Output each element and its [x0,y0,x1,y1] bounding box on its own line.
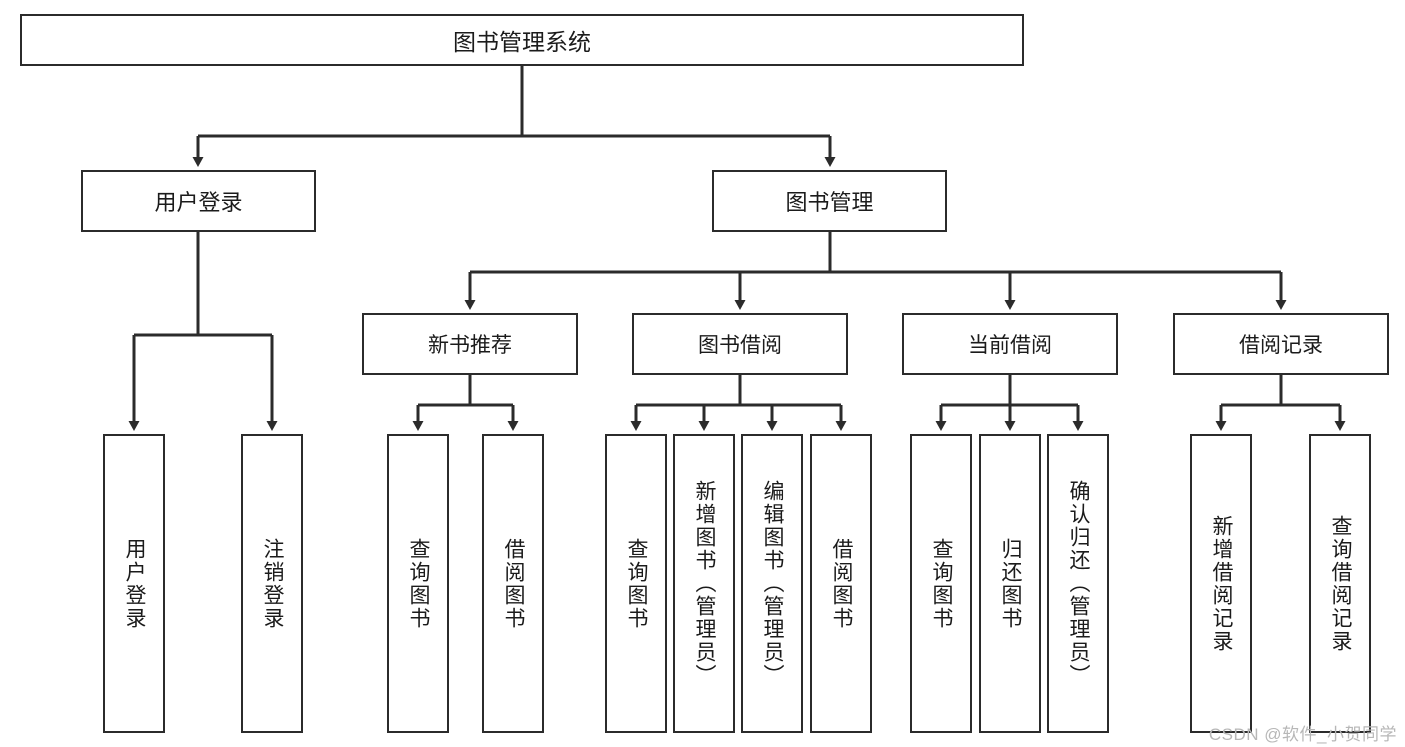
node-label: 用户登录 [154,190,243,215]
node-book-management[interactable]: 图书管理 [712,170,947,232]
leaf-new-book-query-book[interactable]: 查询图书 [387,434,449,733]
node-user-login[interactable]: 用户登录 [81,170,316,232]
node-label: 查询图书 [930,537,954,630]
node-new-book-recommend[interactable]: 新书推荐 [362,313,578,375]
node-label: 用户登录 [123,537,147,630]
watermark-text: CSDN @软件_小贺同学 [1208,725,1397,744]
leaf-book-borrow-query-book[interactable]: 查询图书 [605,434,667,733]
node-root-book-management-system[interactable]: 图书管理系统 [20,14,1024,66]
node-label: 图书管理 [785,190,874,215]
node-label: 注销登录 [261,537,285,630]
leaf-current-borrow-query-book[interactable]: 查询图书 [910,434,972,733]
node-label: 借阅图书 [830,537,854,630]
leaf-user-login-login[interactable]: 用户登录 [103,434,165,733]
leaf-current-borrow-confirm-return-admin[interactable]: 确认归还（管理员） [1047,434,1109,733]
node-current-borrow[interactable]: 当前借阅 [902,313,1118,375]
node-label: 图书管理系统 [453,29,591,55]
node-label: 新增图书（管理员） [693,480,717,687]
node-label: 新书推荐 [428,334,512,357]
node-label: 借阅图书 [502,537,526,630]
node-label: 查询图书 [407,537,431,630]
node-label: 新增借阅记录 [1210,514,1234,653]
leaf-new-book-borrow-book[interactable]: 借阅图书 [482,434,544,733]
node-label: 查询图书 [625,537,649,630]
node-label: 当前借阅 [968,334,1052,357]
node-label: 确认归还（管理员） [1067,480,1091,687]
node-label: 编辑图书（管理员） [761,480,785,687]
node-book-borrow[interactable]: 图书借阅 [632,313,848,375]
node-label: 归还图书 [999,537,1023,630]
leaf-book-borrow-add-book-admin[interactable]: 新增图书（管理员） [673,434,735,733]
leaf-book-borrow-borrow-book[interactable]: 借阅图书 [810,434,872,733]
leaf-current-borrow-return-book[interactable]: 归还图书 [979,434,1041,733]
leaf-borrow-record-query-record[interactable]: 查询借阅记录 [1309,434,1371,733]
node-label: 查询借阅记录 [1329,514,1353,653]
leaf-user-login-logout[interactable]: 注销登录 [241,434,303,733]
node-label: 借阅记录 [1239,334,1323,357]
leaf-borrow-record-add-record[interactable]: 新增借阅记录 [1190,434,1252,733]
node-borrow-record[interactable]: 借阅记录 [1173,313,1389,375]
node-label: 图书借阅 [698,334,782,357]
leaf-book-borrow-edit-book-admin[interactable]: 编辑图书（管理员） [741,434,803,733]
